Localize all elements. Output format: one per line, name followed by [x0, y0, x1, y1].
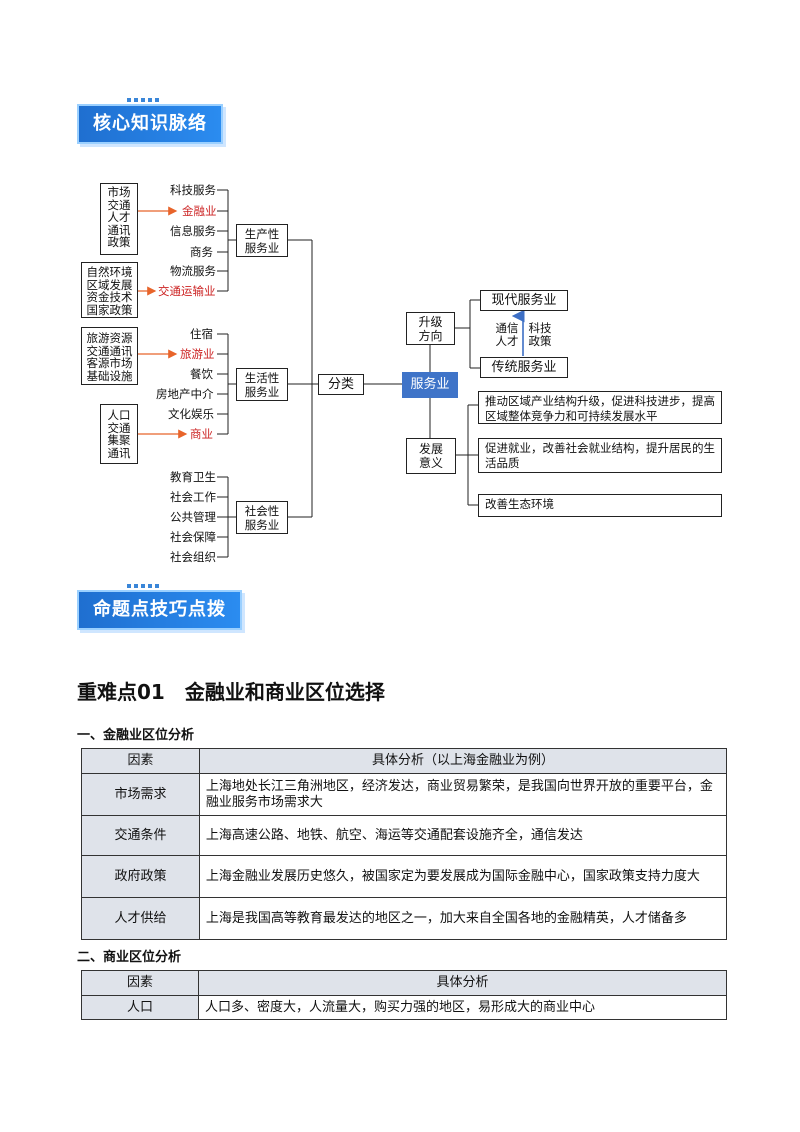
item-education-health: 教育卫生 [170, 470, 216, 484]
item-social-security: 社会保障 [170, 530, 216, 544]
item-real-estate: 房地产中介 [156, 387, 214, 401]
section-1-title: 一、金融业区位分析 [77, 728, 195, 743]
item-culture: 文化娱乐 [168, 407, 214, 421]
significance-2: 促进就业，改善社会就业结构，提升居民的生活品质 [478, 438, 722, 473]
page-heading: 重难点01 金融业和商业区位选择 [77, 680, 385, 704]
mindmap-lines [138, 189, 525, 558]
item-social-org: 社会组织 [170, 550, 216, 564]
table-cell-factor: 交通条件 [81, 815, 200, 856]
table-cell-analysis: 上海金融业发展历史悠久，被国家定为要发展成为国际金融中心，国家政策支持力度大 [198, 855, 728, 898]
banner-dots [127, 98, 159, 102]
factor-box-3-text: 旅游资源交通通讯 客源市场基础设施 [86, 331, 133, 383]
producer-service-box: 生产性服务业 [236, 224, 288, 257]
upgrade-factors-left: 通信人才 [495, 321, 519, 348]
item-tourism: 旅游业 [180, 347, 215, 361]
item-commerce: 商业 [190, 427, 213, 441]
table-header: 具体分析（以上海金融业为例） [198, 748, 728, 774]
item-finance: 金融业 [182, 204, 217, 218]
upgrade-factors-right: 科技政策 [528, 321, 552, 348]
table-header: 因素 [81, 970, 199, 996]
table-cell-analysis: 上海地处长江三角洲地区，经济发达，商业贸易繁荣，是我国向世界开放的重要平台，金融… [198, 773, 728, 816]
table-header-row: 因素 具体分析（以上海金融业为例） [81, 748, 728, 774]
table-row: 人才供给 上海是我国高等教育最发达的地区之一，加大来自全国各地的金融精英，人才储… [81, 897, 728, 940]
table-row: 政府政策 上海金融业发展历史悠久，被国家定为要发展成为国际金融中心，国家政策支持… [81, 855, 728, 898]
classify-box: 分类 [318, 374, 364, 395]
table-cell-factor: 人口 [81, 995, 199, 1020]
factor-box-4: 人口交通 集聚通讯 [100, 404, 138, 464]
banner-title: 命题点技巧点拨 [77, 590, 242, 630]
item-info-service: 信息服务 [170, 224, 216, 238]
factor-box-2: 自然环境区域发展 资金技术国家政策 [81, 262, 138, 318]
table-cell-factor: 人才供给 [81, 897, 200, 940]
service-industry-core: 服务业 [402, 372, 458, 398]
item-public-admin: 公共管理 [170, 510, 216, 524]
table-cell-factor: 市场需求 [81, 773, 200, 816]
upgrade-direction-box: 升级方向 [406, 312, 455, 345]
factor-box-2-text: 自然环境区域发展 资金技术国家政策 [86, 265, 133, 317]
item-catering: 餐饮 [190, 367, 213, 381]
banner-title: 核心知识脉络 [77, 104, 223, 144]
significance-3: 改善生态环境 [478, 494, 722, 517]
item-tech-service: 科技服务 [170, 183, 216, 197]
item-transport: 交通运输业 [158, 284, 216, 298]
factor-box-4-text: 人口交通 集聚通讯 [107, 408, 131, 460]
banner-dots [127, 584, 159, 588]
significance-1: 推动区域产业结构升级，促进科技进步，提高区域整体竞争力和可持续发展水平 [478, 391, 722, 424]
significance-box: 发展意义 [406, 438, 456, 474]
finance-location-table: 因素 具体分析（以上海金融业为例） 市场需求 上海地处长江三角洲地区，经济发达，… [81, 748, 728, 940]
factor-box-1: 市场交通 人才通讯 政策 [100, 183, 138, 255]
table-header: 因素 [81, 748, 200, 774]
consumer-service-box: 生活性服务业 [236, 368, 288, 401]
traditional-service-box: 传统服务业 [480, 357, 568, 378]
item-business: 商务 [190, 245, 213, 259]
table-cell-analysis: 人口多、密度大，人流量大，购买力强的地区，易形成大的商业中心 [198, 995, 727, 1020]
item-social-work: 社会工作 [170, 490, 216, 504]
commerce-location-table: 因素 具体分析 人口 人口多、密度大，人流量大，购买力强的地区，易形成大的商业中… [81, 970, 727, 1020]
factor-box-3: 旅游资源交通通讯 客源市场基础设施 [81, 327, 138, 385]
table-row: 市场需求 上海地处长江三角洲地区，经济发达，商业贸易繁荣，是我国向世界开放的重要… [81, 773, 728, 816]
factor-box-1-text: 市场交通 人才通讯 政策 [107, 185, 131, 249]
table-row: 交通条件 上海高速公路、地铁、航空、海运等交通配套设施齐全，通信发达 [81, 815, 728, 856]
item-lodging: 住宿 [190, 327, 213, 341]
table-header-row: 因素 具体分析 [81, 970, 727, 996]
table-row: 人口 人口多、密度大，人流量大，购买力强的地区，易形成大的商业中心 [81, 995, 727, 1020]
service-industry-mindmap: 市场交通 人才通讯 政策 自然环境区域发展 资金技术国家政策 旅游资源交通通讯 … [81, 183, 722, 564]
modern-service-box: 现代服务业 [480, 290, 568, 311]
table-cell-analysis: 上海高速公路、地铁、航空、海运等交通配套设施齐全，通信发达 [198, 815, 728, 856]
table-cell-analysis: 上海是我国高等教育最发达的地区之一，加大来自全国各地的金融精英，人才储备多 [198, 897, 728, 940]
item-logistics: 物流服务 [170, 264, 216, 278]
table-cell-factor: 政府政策 [81, 855, 200, 898]
table-header: 具体分析 [198, 970, 727, 996]
public-service-box: 社会性服务业 [236, 501, 288, 534]
section-2-title: 二、商业区位分析 [77, 950, 182, 965]
